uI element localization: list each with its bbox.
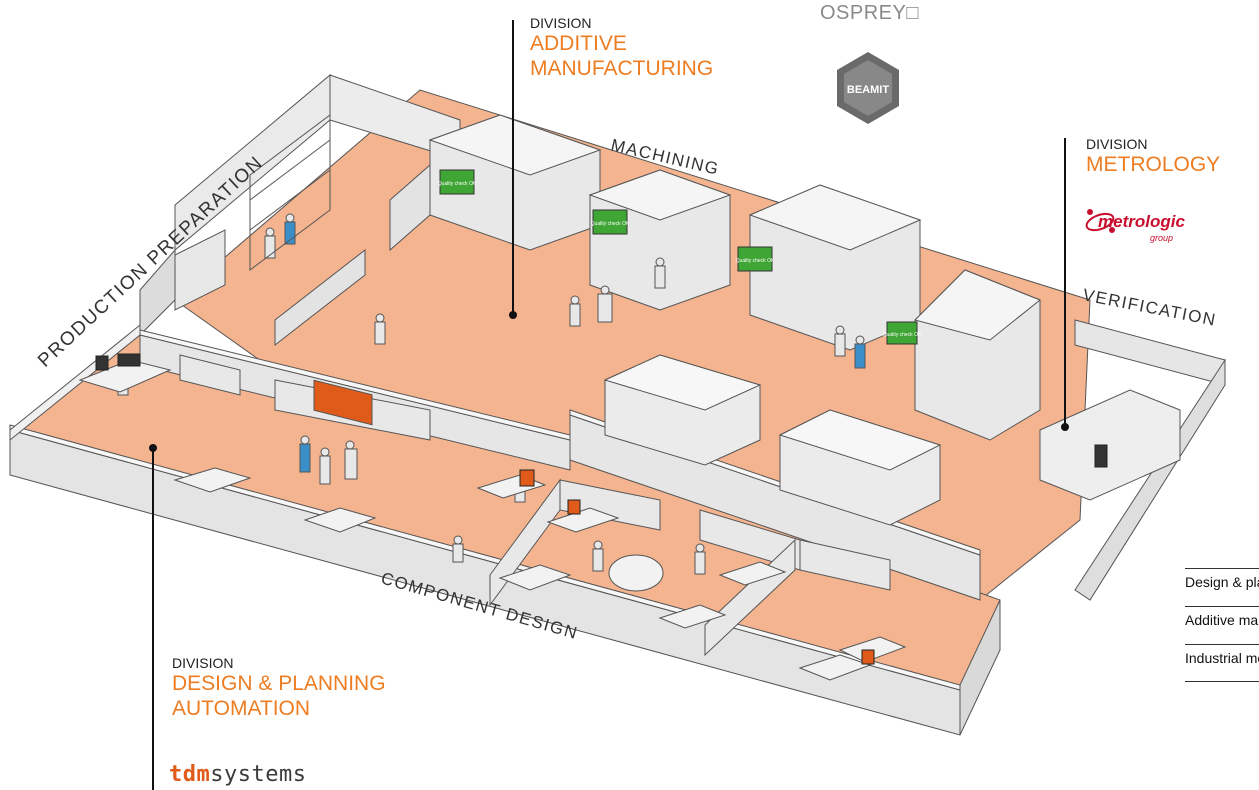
office-partition-5 [799,539,891,591]
division-additive-title-1: ADDITIVE [530,32,627,55]
metrologic-logo: metrologic [1098,212,1185,231]
verification-wall-right [1074,358,1226,601]
area-label-verification: VERIFICATION [1081,285,1218,330]
tdm-logo-part: tdm [169,762,211,787]
legend-item-additive: Additive manufacturing [1185,606,1259,644]
quality-screen-text-4: Quality check OK [883,332,922,338]
tdm-systems-logo: tdmsystems [169,762,306,787]
quality-screen-4 [886,321,918,345]
cabinet-1 [603,354,762,466]
machine-2 [588,169,732,311]
monitors [95,353,1108,665]
verification-cmm [1039,389,1181,501]
pointer-dot-design [149,444,157,452]
quality-screen-text-3: Quality check OK [736,258,775,264]
machine-3 [748,184,922,351]
division-metrology-title: METROLOGY [1086,153,1221,176]
pointer-dot-additive [509,311,517,319]
quality-screen-text-2: Quality check OK [591,221,630,227]
machine-1 [428,114,602,251]
shelving [174,114,331,311]
division-metrology-small: DIVISION [1086,136,1148,152]
quality-screen-2 [592,209,628,235]
quality-screen-1 [439,169,475,195]
quality-screen-3 [737,246,773,272]
division-additive-title-2: MANUFACTURING [530,57,714,80]
division-design-label: DIVISION DESIGN & PLANNING AUTOMATION [172,655,386,721]
component-design-right-wall [959,599,1001,736]
systems-logo-part: systems [210,762,307,787]
wall-partition-1 [274,248,366,347]
office-partition-7 [179,354,241,396]
beamit-logo: BEAMIT [837,52,899,124]
division-design-title-1: DESIGN & PLANNING [172,672,386,695]
legend-item-design: Design & planning [1185,568,1259,606]
office-partition-3 [559,479,661,531]
quality-screen-text-1: Quality check OK [438,181,477,187]
pointer-dot-metrology [1061,423,1069,431]
legend: Design & planning Additive manufacturing… [1185,568,1259,682]
osprey-logo: OSPREY□ [820,2,919,24]
metrologic-swirl-icon [1085,209,1115,233]
cabinet-2 [778,409,942,526]
machine-4 [914,269,1041,441]
division-additive-small: DIVISION [530,15,592,31]
legend-item-metrology: Industrial metrology [1185,644,1259,682]
metrologic-logo-sub: group [1150,233,1174,243]
division-design-title-2: AUTOMATION [172,697,311,720]
division-design-small: DIVISION [172,655,234,671]
orange-board [313,379,373,426]
verification-wall [1074,319,1226,386]
person-figures [117,213,866,575]
division-metrology-label: DIVISION METROLOGY [1086,136,1220,177]
division-additive-label: DIVISION ADDITIVE MANUFACTURING [530,15,713,81]
beamit-logo-text: BEAMIT [847,84,889,96]
